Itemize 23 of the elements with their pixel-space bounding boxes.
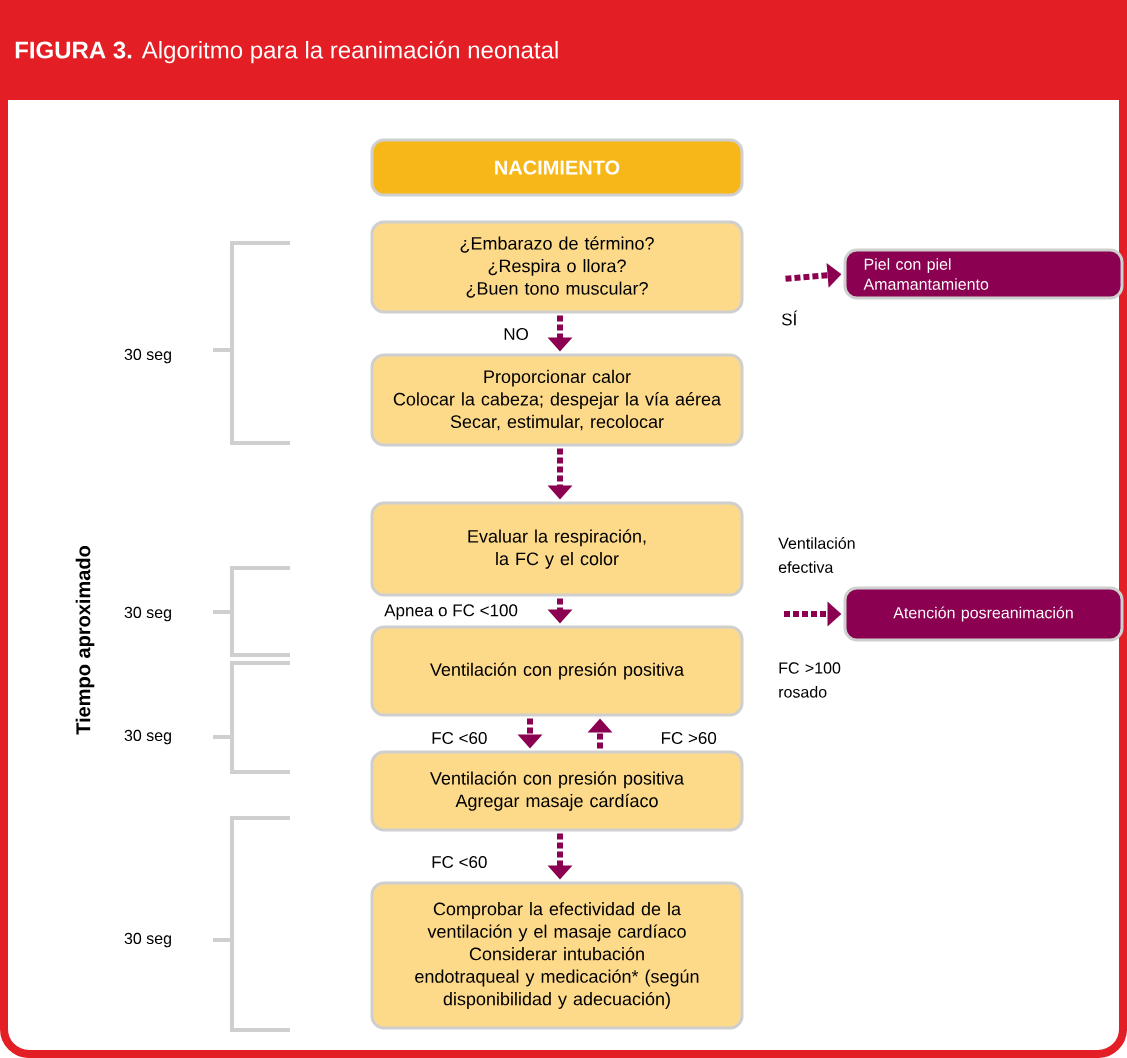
process-box: Evaluar la respiración, la FC y el color bbox=[370, 501, 744, 597]
outcome-box: Piel con piel Amamantamiento bbox=[843, 248, 1124, 300]
process-box: Comprobar la efectividad de la ventilación y el masaje cardíaco Considerar intubación endotraqueal y medicación* (según disponibilidad y adecuación) bbox=[370, 881, 744, 1030]
axis-title: Tiempo aproximado bbox=[75, 545, 95, 735]
time-label: 30 seg bbox=[124, 348, 171, 364]
condition-note: Ventilación efectiva bbox=[778, 537, 855, 573]
process-box: Ventilación con presión positiva Agregar masaje cardíaco bbox=[370, 750, 744, 832]
process-box: ¿Embarazo de término? ¿Respira o llora? ¿Buen tono muscular? bbox=[370, 220, 744, 314]
time-label: 30 seg bbox=[124, 729, 171, 745]
edge-label: FC <60 bbox=[432, 732, 487, 745]
condition-note: FC >100 rosado bbox=[779, 662, 841, 698]
time-label: 30 seg bbox=[124, 932, 171, 948]
edge-label: FC >60 bbox=[662, 732, 717, 745]
nacimiento-box: NACIMIENTO bbox=[370, 138, 744, 197]
edge-label: SÍ bbox=[782, 310, 798, 326]
process-box: Ventilación con presión positiva bbox=[370, 625, 744, 717]
time-label: 30 seg bbox=[124, 606, 171, 622]
title: FIGURA 3. Algoritmo para la reanimación neonatal bbox=[15, 40, 558, 64]
edge-label: NO bbox=[504, 328, 528, 341]
edge-label: FC <60 bbox=[432, 856, 487, 869]
edge-label: Apnea o FC <100 bbox=[384, 604, 518, 620]
process-box: Proporcionar calor Colocar la cabeza; despejar la vía aérea Secar, estimular, recolocar bbox=[370, 353, 744, 447]
outcome-box: Atención posreanimación bbox=[843, 586, 1124, 642]
